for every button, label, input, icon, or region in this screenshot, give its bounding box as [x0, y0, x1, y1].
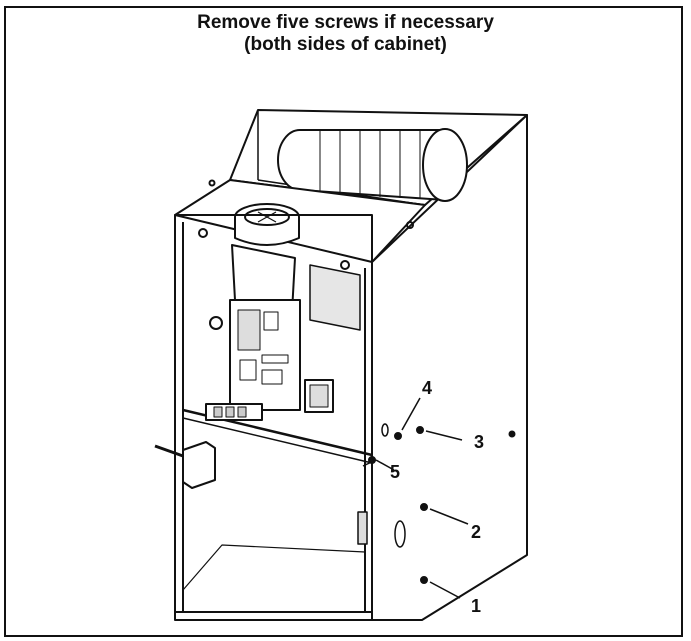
- screw-2: [420, 503, 428, 511]
- callout-2: 2: [471, 522, 481, 542]
- screw-3: [416, 426, 424, 434]
- transformer: [304, 379, 334, 413]
- callout-1: 1: [471, 596, 481, 616]
- figure-border: [4, 6, 683, 637]
- control-board: [209, 299, 301, 411]
- screw-1: [420, 576, 428, 584]
- knockout-upper: [381, 423, 389, 437]
- knockout-lower: [394, 520, 406, 548]
- title-line-1: Remove five screws if necessary: [197, 12, 494, 33]
- access-window: [309, 264, 361, 331]
- terminal-strip: [205, 403, 263, 421]
- figure-title: Remove five screws if necessary (both si…: [0, 12, 691, 56]
- callout-4: 4: [422, 378, 432, 398]
- screw-4: [394, 432, 402, 440]
- title-line-2: (both sides of cabinet): [244, 34, 447, 55]
- callout-3: 3: [474, 432, 484, 452]
- cabinet-front-frame: [174, 214, 373, 621]
- side-bracket: [357, 511, 368, 545]
- flue-collar: [234, 203, 300, 246]
- junction-box: [154, 441, 216, 489]
- callout-5: 5: [390, 462, 400, 482]
